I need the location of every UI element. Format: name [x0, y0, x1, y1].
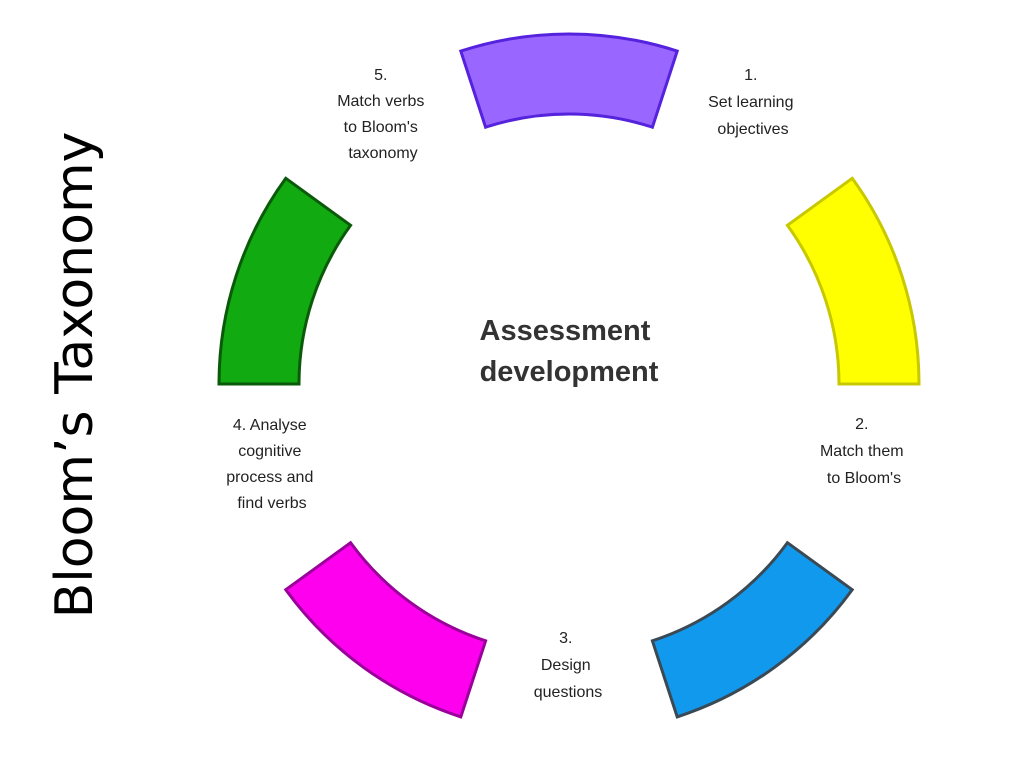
center-label-line-1: Assessment [480, 315, 651, 347]
segment-purple [458, 32, 680, 130]
segment-blue [650, 540, 855, 719]
step-4-line-2: cognitive [238, 443, 301, 460]
step-2-label: 2. Match them to Bloom's [820, 416, 908, 487]
step-1-label: 1. Set learning objectives [708, 67, 798, 138]
step-2-line-3: to Bloom's [827, 470, 901, 487]
step-5-line-2: Match verbs [337, 93, 424, 110]
step-5-line-4: taxonomy [348, 145, 417, 162]
step-4-line-1: 4. Analyse [233, 417, 307, 434]
step-2-line-1: 2. [855, 416, 868, 433]
step-5-line-1: 5. [374, 67, 387, 84]
step-2-line-2: Match them [820, 443, 904, 460]
step-1-line-1: 1. [744, 67, 757, 84]
step-3-label: 3. Design questions [534, 630, 603, 701]
segment-magenta [283, 540, 488, 719]
step-3-line-1: 3. [559, 630, 572, 647]
step-1-line-3: objectives [717, 121, 788, 138]
step-4-line-3: process and [226, 469, 313, 486]
step-4-label: 4. Analyse cognitive process and find ve… [226, 417, 318, 512]
segment-yellow [785, 176, 921, 386]
step-5-label: 5. Match verbs to Bloom's taxonomy [337, 67, 429, 162]
step-3-line-2: Design [541, 657, 591, 674]
segment-green [217, 176, 353, 386]
step-5-line-3: to Bloom's [344, 119, 418, 136]
step-4-line-4: find verbs [237, 495, 306, 512]
center-label-line-2: development [480, 356, 659, 388]
step-1-line-2: Set learning [708, 94, 793, 111]
center-label: Assessment development [480, 315, 659, 388]
step-3-line-3: questions [534, 684, 603, 701]
